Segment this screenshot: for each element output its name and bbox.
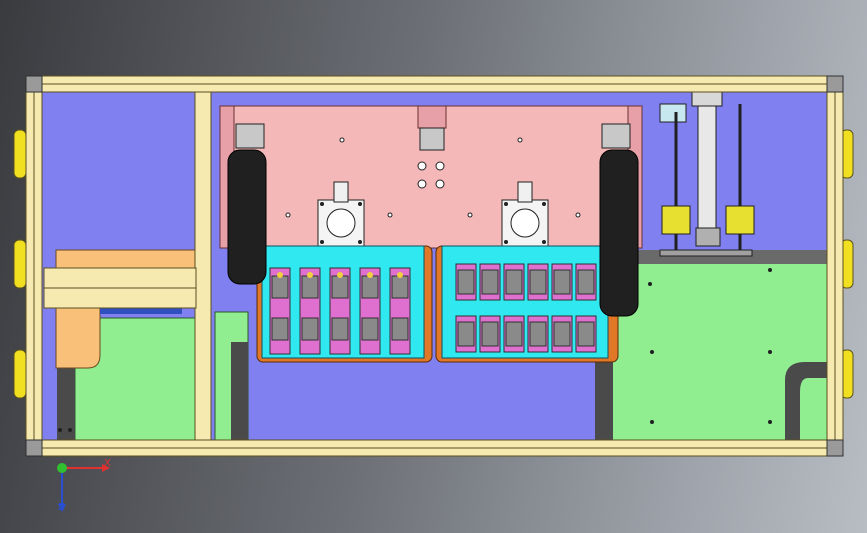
bracket-mid-left — [231, 342, 248, 440]
top-pulleys — [235, 123, 631, 151]
triad-x-label: X — [104, 458, 111, 469]
handle-left-mid — [13, 239, 27, 289]
right-tray-cells[interactable] — [455, 263, 597, 353]
linear-actuator[interactable] — [659, 91, 755, 257]
stepper-motor-left[interactable] — [317, 181, 365, 247]
inner-frame-post — [194, 91, 212, 443]
handle-left-top — [13, 129, 27, 179]
plate-holes — [285, 137, 581, 218]
stepper-motor-right[interactable] — [501, 181, 549, 247]
left-tray-cells[interactable] — [269, 267, 411, 355]
handle-left-bottom — [13, 349, 27, 399]
orange-block-assembly — [55, 249, 197, 369]
top-clamp-center — [417, 105, 447, 129]
outer-frame — [25, 75, 844, 457]
bracket-left — [57, 368, 75, 440]
panel-rivets — [58, 268, 772, 432]
bracket-mid-right — [595, 358, 613, 440]
orange-block-lower — [55, 307, 101, 369]
wheel-right — [599, 149, 639, 317]
orange-block-top — [55, 249, 197, 271]
green-panels — [74, 251, 828, 443]
blue-strip — [100, 306, 182, 314]
triad-z-label: Z — [58, 502, 65, 513]
wheel-left — [227, 149, 267, 285]
coordinate-triad-icon — [57, 463, 110, 512]
bracket-right-curve — [785, 362, 827, 440]
